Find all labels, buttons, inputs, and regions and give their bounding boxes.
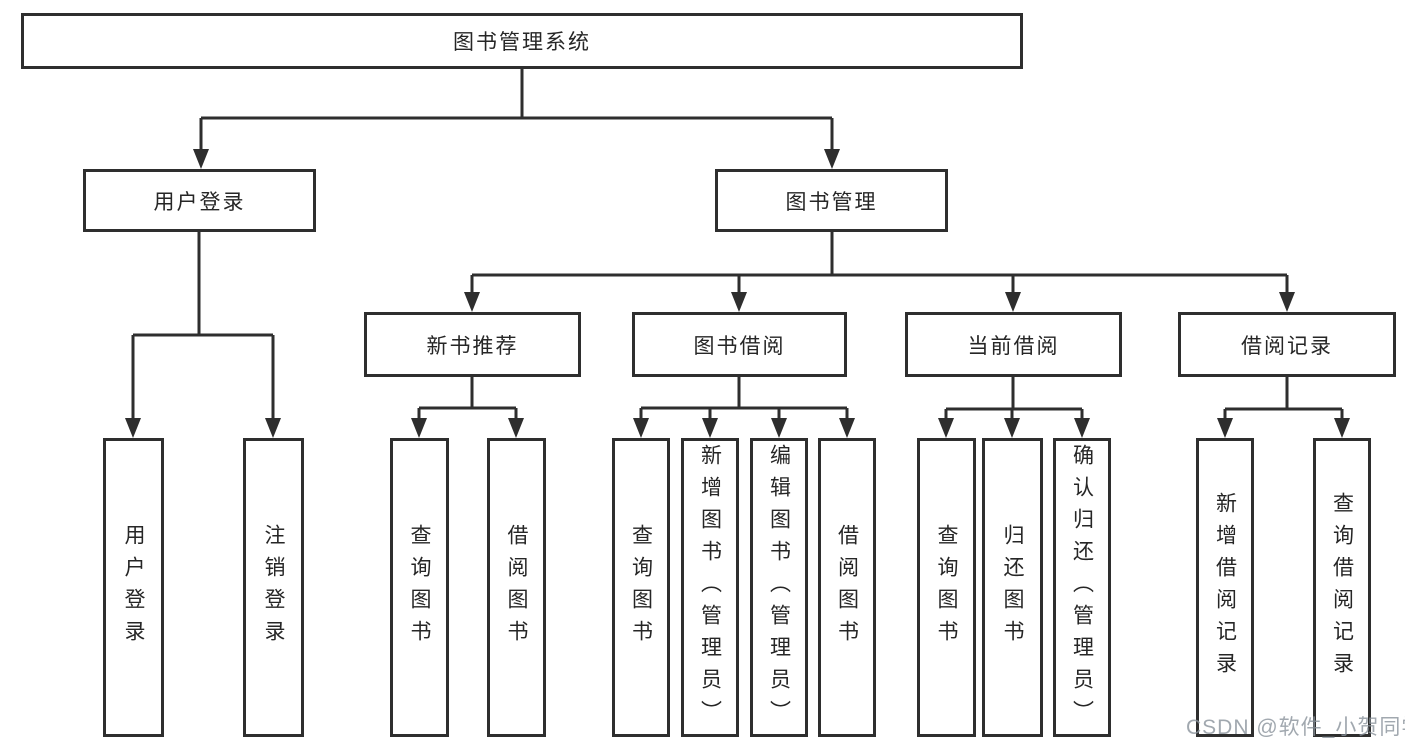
node-label: 归还图书 [1001, 523, 1024, 652]
node-borrow-records: 借阅记录 [1178, 312, 1396, 377]
node-label: 查询图书 [408, 523, 431, 652]
node-library-management-system: 图书管理系统 [21, 13, 1023, 69]
leaf-search-books-borrowing: 查询图书 [612, 438, 670, 737]
node-book-management: 图书管理 [715, 169, 948, 232]
csdn-watermark: CSDN @软件_小贺同学 [1186, 716, 1405, 739]
node-label: 查询图书 [935, 523, 958, 652]
node-label: 借阅记录 [1241, 334, 1333, 358]
node-label: 查询图书 [629, 523, 653, 652]
leaf-add-books-admin: 新增图书（管理员） [681, 438, 739, 737]
leaf-logout: 注销登录 [243, 438, 304, 737]
leaf-add-borrow-record: 新增借阅记录 [1196, 438, 1254, 737]
node-label: 确认归还（管理员） [1070, 443, 1094, 732]
node-label: 用户登录 [122, 523, 145, 652]
node-label: 新增图书（管理员） [698, 443, 722, 732]
leaf-query-borrow-record: 查询借阅记录 [1313, 438, 1371, 737]
leaf-return-books: 归还图书 [982, 438, 1043, 737]
arrowhead-icons [125, 149, 1350, 438]
node-current-borrowing: 当前借阅 [905, 312, 1122, 377]
node-book-borrowing: 图书借阅 [632, 312, 847, 377]
node-label: 查询借阅记录 [1330, 491, 1354, 684]
leaf-edit-books-admin: 编辑图书（管理员） [750, 438, 808, 737]
leaf-user-login: 用户登录 [103, 438, 164, 737]
leaf-search-books-recommend: 查询图书 [390, 438, 449, 737]
node-label: 新增借阅记录 [1213, 491, 1237, 684]
node-label: 当前借阅 [967, 334, 1060, 358]
node-label: 图书管理系统 [453, 31, 591, 54]
node-label: 用户登录 [153, 190, 246, 214]
leaf-borrow-books-borrowing: 借阅图书 [818, 438, 876, 737]
node-label: 新书推荐 [426, 334, 519, 358]
node-label: 借阅图书 [835, 523, 859, 652]
node-label: 注销登录 [262, 523, 285, 652]
node-label: 图书借阅 [693, 334, 786, 358]
leaf-confirm-return-admin: 确认归还（管理员） [1053, 438, 1111, 737]
node-user-login: 用户登录 [83, 169, 316, 232]
leaf-search-books-current: 查询图书 [917, 438, 976, 737]
leaf-borrow-books-recommend: 借阅图书 [487, 438, 546, 737]
node-new-book-recommend: 新书推荐 [364, 312, 581, 377]
node-label: 编辑图书（管理员） [767, 443, 791, 732]
node-label: 借阅图书 [505, 523, 528, 652]
node-label: 图书管理 [785, 190, 878, 214]
